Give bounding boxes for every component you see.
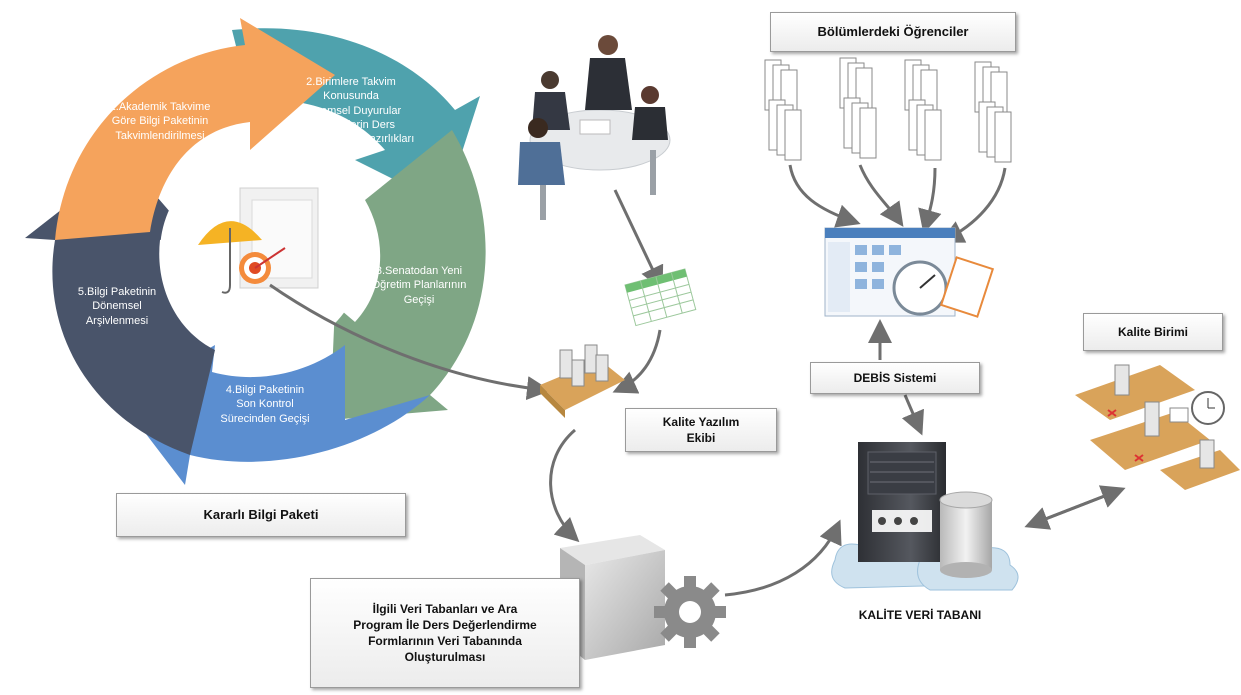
arrow-students1-to-debis [788,164,861,228]
kalite-veri-tabani-label: KALİTE VERİ TABANI [858,608,982,622]
cycle-step-4-text: 4.Bilgi Paketinin Son Kontrol Sürecinden… [220,384,310,425]
arrow-kalite-to-db [1024,488,1121,530]
bolumlerdeki-ogrenciler-label: Bölümlerdeki Öğrenciler [770,12,1016,52]
cycle-segment-1 [55,18,335,240]
arrow-gearbox-to-db [724,519,842,597]
cycle-step-3-text: 3.Senatodan Yeni Öğretim Planlarının Geç… [371,265,467,306]
umbrella-target-icon [198,187,319,294]
workstations-icon [540,344,625,418]
gear-icon [654,576,726,648]
cycle-segment-3 [330,130,486,420]
server-database-icon [831,442,1019,591]
students-forms-icon [764,57,1012,163]
arrow-students2-to-debis [858,164,904,227]
arrow-debis-to-db [901,394,924,436]
software-window-icon [824,227,995,318]
kalite-yazilim-ekibi-label: Kalite Yazılım Ekibi [625,408,777,452]
debis-sistemi-label: DEBİS Sistemi [810,362,980,394]
cycle-step-2-text: 2.Birimlere Takvim Konusunda Dönemsel Du… [287,76,415,146]
cycle-step-5-text: 5.Bilgi Paketinin Dönemsel Arşivlenmesi [77,286,157,327]
meeting-people-icon [518,35,671,220]
flow-arrows [269,164,1126,597]
arrow-team-to-gearbox [549,428,580,543]
karari-bilgi-paketi-label: Kararlı Bilgi Paketi [116,493,406,537]
cycle-step-1-text: 1.Akademik Takvime Göre Bilgi Paketinin … [109,101,211,142]
kalite-birimi-label: Kalite Birimi [1083,313,1223,351]
spreadsheet-icon [624,268,697,327]
arrow-students3-to-debis [918,167,942,234]
arrow-spreadsheet-to-team [612,329,662,394]
gear-box-icon [560,535,726,660]
veri-tabanlari-label: İlgili Veri Tabanları ve Ara Program İle… [310,578,580,688]
quality-office-icon [1075,364,1240,490]
arrow-target-to-team [269,283,551,401]
arrow-meeting-to-spreadsheet [613,189,664,291]
